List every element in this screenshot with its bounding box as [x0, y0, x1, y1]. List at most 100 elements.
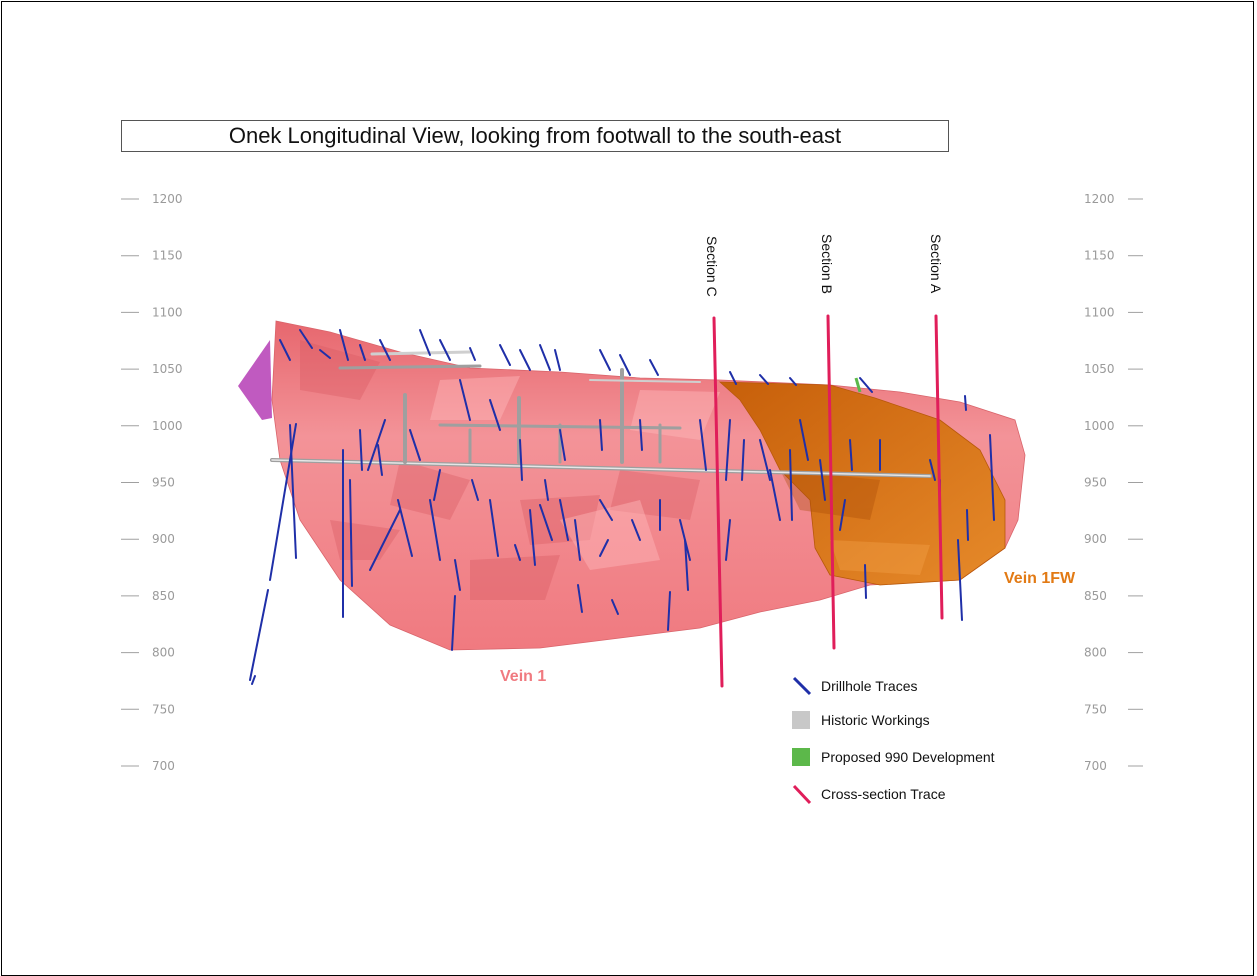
drillhole-trace: [725, 419, 731, 481]
right-axis-label: 1050: [1084, 362, 1115, 376]
drillhole-trace: [599, 499, 613, 521]
left-axis-label: 1050: [152, 362, 183, 376]
drillhole-trace: [489, 499, 499, 557]
drillhole-trace: [577, 584, 583, 613]
legend: Drillhole Traces Historic Workings Propo…: [792, 676, 995, 805]
drillhole-trace: [789, 449, 793, 521]
drillhole-trace: [849, 439, 853, 471]
drillhole-trace: [631, 519, 641, 541]
drillhole-trace: [639, 419, 643, 451]
drillhole-trace: [377, 444, 383, 476]
historic-workings: [270, 350, 932, 478]
legend-proposed-swatch: [792, 748, 810, 766]
right-axis-label: 750: [1084, 702, 1107, 716]
vein-1fw-solid: [718, 381, 1006, 586]
drillhole-trace: [454, 559, 461, 591]
proposed-990-development: [854, 377, 862, 393]
section-c-trace: [712, 316, 724, 688]
drillhole-trace: [574, 519, 581, 561]
left-axis-label: 1150: [152, 249, 183, 263]
drillhole-trace: [359, 344, 366, 361]
legend-historic-swatch: [792, 711, 810, 729]
drillhole-trace: [369, 509, 401, 571]
drillhole-trace: [251, 675, 256, 685]
drillhole-trace: [514, 544, 521, 561]
drillhole-trace: [957, 539, 963, 621]
drillhole-trace: [367, 419, 386, 471]
drillhole-trace: [409, 429, 421, 461]
drillhole-trace: [599, 349, 611, 371]
legend-drillhole-label: Drillhole Traces: [821, 678, 917, 694]
drillhole-trace: [433, 469, 441, 501]
drillhole-trace: [519, 349, 531, 371]
legend-drillhole-swatch: [792, 676, 812, 696]
drillhole-trace: [379, 339, 391, 361]
drillhole-trace: [929, 459, 936, 481]
drillhole-trace: [559, 499, 569, 541]
left-axis-label: 750: [152, 702, 175, 716]
drillhole-trace: [299, 329, 313, 349]
drillhole-trace: [684, 539, 689, 591]
section-a-label: Section A: [928, 234, 944, 294]
legend-crosssection-label: Cross-section Trace: [821, 786, 946, 802]
drillhole-trace: [725, 519, 731, 561]
drillhole-trace: [667, 591, 671, 631]
drillhole-traces: [249, 329, 995, 685]
left-axis-label: 700: [152, 759, 175, 773]
cross-section-traces: [712, 314, 944, 688]
drillhole-trace: [966, 509, 969, 541]
title-box: Onek Longitudinal View, looking from foo…: [121, 120, 949, 152]
vein-end-wedge: [238, 340, 272, 420]
drillhole-trace: [729, 371, 737, 385]
right-axis-label: 1100: [1084, 305, 1115, 319]
right-axis-label: 1200: [1084, 192, 1115, 206]
drillhole-trace: [451, 595, 456, 651]
drillhole-trace: [759, 439, 771, 481]
left-axis-label: 850: [152, 589, 175, 603]
vein-1-label: Vein 1: [500, 668, 546, 685]
drillhole-trace: [349, 479, 353, 587]
drillhole-trace: [964, 395, 967, 411]
drillhole-trace: [789, 377, 797, 386]
section-b-label: Section B: [819, 234, 835, 294]
left-axis-label: 1200: [152, 192, 183, 206]
drillhole-trace: [544, 479, 549, 501]
drillhole-trace: [269, 423, 297, 581]
left-axis-label: 950: [152, 476, 175, 490]
left-axis-label: 1000: [152, 419, 183, 433]
legend-historic-label: Historic Workings: [821, 712, 930, 728]
right-axis-label: 950: [1084, 476, 1107, 490]
right-axis-label: 1000: [1084, 419, 1115, 433]
drillhole-trace: [489, 399, 501, 431]
drillhole-trace: [619, 354, 631, 376]
right-axis-label: 700: [1084, 759, 1107, 773]
drillhole-trace: [249, 589, 269, 681]
drillhole-trace: [459, 379, 471, 421]
drillhole-trace: [599, 539, 609, 557]
drillhole-trace: [359, 429, 363, 471]
figure-title: Onek Longitudinal View, looking from foo…: [228, 123, 842, 148]
drillhole-trace: [397, 499, 413, 557]
drillhole-trace: [839, 499, 846, 531]
drillhole-trace: [989, 434, 995, 521]
drillhole-trace: [419, 329, 431, 356]
legend-crosssection-swatch: [792, 784, 812, 805]
drillhole-trace: [559, 429, 566, 461]
drillhole-trace: [611, 599, 619, 615]
vein-1-shading: [300, 340, 700, 600]
drillhole-trace: [519, 439, 523, 481]
vein-1fw-label: Vein 1FW: [1004, 570, 1076, 587]
section-a-trace: [934, 314, 944, 620]
drillhole-trace: [471, 479, 479, 501]
drillhole-trace: [429, 499, 441, 561]
left-axis-label: 1100: [152, 305, 183, 319]
drillhole-trace: [864, 564, 867, 599]
section-c-label: Section C: [704, 236, 720, 297]
drillhole-trace: [539, 344, 551, 371]
drillhole-trace: [554, 349, 561, 371]
drillhole-trace: [859, 377, 873, 393]
drillhole-trace: [319, 349, 331, 359]
section-b-trace: [826, 314, 836, 650]
